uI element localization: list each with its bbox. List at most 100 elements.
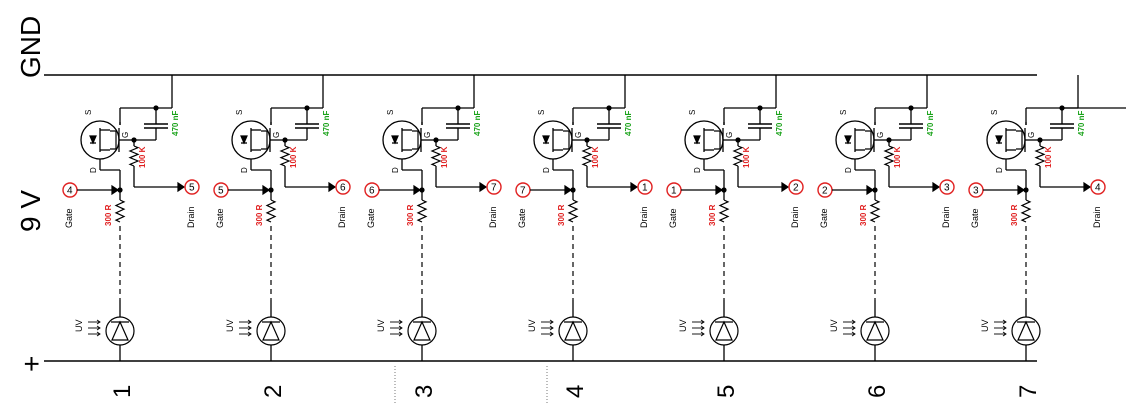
uv-arrowhead xyxy=(398,325,403,331)
uv-arrowhead xyxy=(96,331,101,337)
diode-triangle xyxy=(413,320,431,341)
stage-number: 6 xyxy=(864,385,891,398)
junction-dot xyxy=(872,187,878,193)
pin-g-label: G xyxy=(574,132,583,138)
diode-triangle xyxy=(715,320,733,341)
pin-g-label: G xyxy=(1027,132,1036,138)
mosfet-gate-lines xyxy=(110,130,117,150)
drain-label: Drain xyxy=(186,206,196,228)
body-diode-icon xyxy=(542,135,550,145)
junction-dot xyxy=(721,187,727,193)
arrow-icon xyxy=(413,184,422,196)
capacitor-label: 470 nF xyxy=(624,111,633,136)
uv-label: UV xyxy=(678,319,688,332)
pulldown-resistor-icon xyxy=(732,145,744,167)
arrow-icon xyxy=(564,184,573,196)
stage-number: 7 xyxy=(1015,385,1042,398)
pin-g-label: G xyxy=(121,132,130,138)
stage-number: 4 xyxy=(562,385,589,398)
gate-resistor-icon xyxy=(869,199,881,223)
junction-dot xyxy=(570,187,576,193)
pulldown-resistor-label: 100 K xyxy=(591,146,600,168)
gate-resistor-icon xyxy=(567,199,579,223)
pin-s-label: S xyxy=(688,110,697,115)
mosfet-gate-lines xyxy=(714,130,721,150)
drain-terminal xyxy=(1090,179,1106,195)
pin-d-label: D xyxy=(391,167,400,173)
capacitor-label: 470 nF xyxy=(926,111,935,136)
uv-arrowhead xyxy=(1002,319,1007,325)
gate-label: Gate xyxy=(970,208,980,228)
uv-arrowhead xyxy=(851,325,856,331)
gate-resistor-icon xyxy=(1020,199,1032,223)
uv-arrowhead xyxy=(247,325,252,331)
gate-terminal-number: 6 xyxy=(369,186,375,197)
uv-arrowhead xyxy=(700,331,705,337)
pulldown-resistor-label: 100 K xyxy=(1044,146,1053,168)
pulldown-resistor-icon xyxy=(128,145,140,167)
drain-terminal-number: 6 xyxy=(340,183,346,194)
drain-terminal-number: 1 xyxy=(642,183,648,194)
arrow-icon xyxy=(1083,181,1092,193)
pin-s-label: S xyxy=(386,110,395,115)
drain-terminal-number: 7 xyxy=(491,183,497,194)
arrow-icon xyxy=(781,181,790,193)
gate-label: Gate xyxy=(668,208,678,228)
junction-dot xyxy=(1023,187,1029,193)
vcc-label: 9 V xyxy=(15,190,46,232)
pulldown-resistor-icon xyxy=(279,145,291,167)
drain-terminal-number: 3 xyxy=(944,183,950,194)
pulldown-resistor-label: 100 K xyxy=(893,146,902,168)
pulldown-resistor-label: 100 K xyxy=(440,146,449,168)
mosfet-gate-lines xyxy=(865,130,872,150)
gate-resistor-label: 300 R xyxy=(104,204,113,226)
diode-triangle xyxy=(262,320,280,341)
pulldown-resistor-icon xyxy=(581,145,593,167)
gate-label: Gate xyxy=(517,208,527,228)
body-diode-icon xyxy=(89,135,97,145)
diode-triangle xyxy=(111,320,129,341)
diode-triangle xyxy=(1017,320,1035,341)
pulldown-resistor-icon xyxy=(430,145,442,167)
junction-dot xyxy=(117,187,123,193)
gate-label: Gate xyxy=(819,208,829,228)
arrow-icon xyxy=(111,184,120,196)
uv-arrowhead xyxy=(549,319,554,325)
capacitor-label: 470 nF xyxy=(322,111,331,136)
arrow-icon xyxy=(630,181,639,193)
pulldown-resistor-icon xyxy=(1034,145,1046,167)
uv-arrowhead xyxy=(1002,325,1007,331)
drain-label: Drain xyxy=(337,206,347,228)
drain-terminal xyxy=(939,179,955,195)
stage-number: 1 xyxy=(109,385,136,398)
mosfet-gate-lines xyxy=(261,130,268,150)
uv-arrowhead xyxy=(247,319,252,325)
drain-terminal-number: 2 xyxy=(793,183,799,194)
uv-label: UV xyxy=(376,319,386,332)
pin-d-label: D xyxy=(844,167,853,173)
pin-g-label: G xyxy=(725,132,734,138)
capacitor-label: 470 nF xyxy=(775,111,784,136)
uv-arrowhead xyxy=(398,331,403,337)
pulldown-resistor-label: 100 K xyxy=(289,146,298,168)
pin-s-label: S xyxy=(537,110,546,115)
arrow-icon xyxy=(328,181,337,193)
drain-terminal-number: 4 xyxy=(1095,183,1101,194)
uv-label: UV xyxy=(225,319,235,332)
uv-label: UV xyxy=(980,319,990,332)
junction-dot xyxy=(419,187,425,193)
pin-d-label: D xyxy=(995,167,1004,173)
drain-terminal xyxy=(788,179,804,195)
stage-number: 5 xyxy=(713,385,740,398)
junction-dot xyxy=(268,187,274,193)
uv-arrowhead xyxy=(700,325,705,331)
capacitor-label: 470 nF xyxy=(473,111,482,136)
body-diode-icon xyxy=(693,135,701,145)
uv-arrowhead xyxy=(851,331,856,337)
drain-terminal-number: 5 xyxy=(189,183,195,194)
uv-label: UV xyxy=(829,319,839,332)
pin-d-label: D xyxy=(542,167,551,173)
capacitor-label: 470 nF xyxy=(1077,111,1086,136)
